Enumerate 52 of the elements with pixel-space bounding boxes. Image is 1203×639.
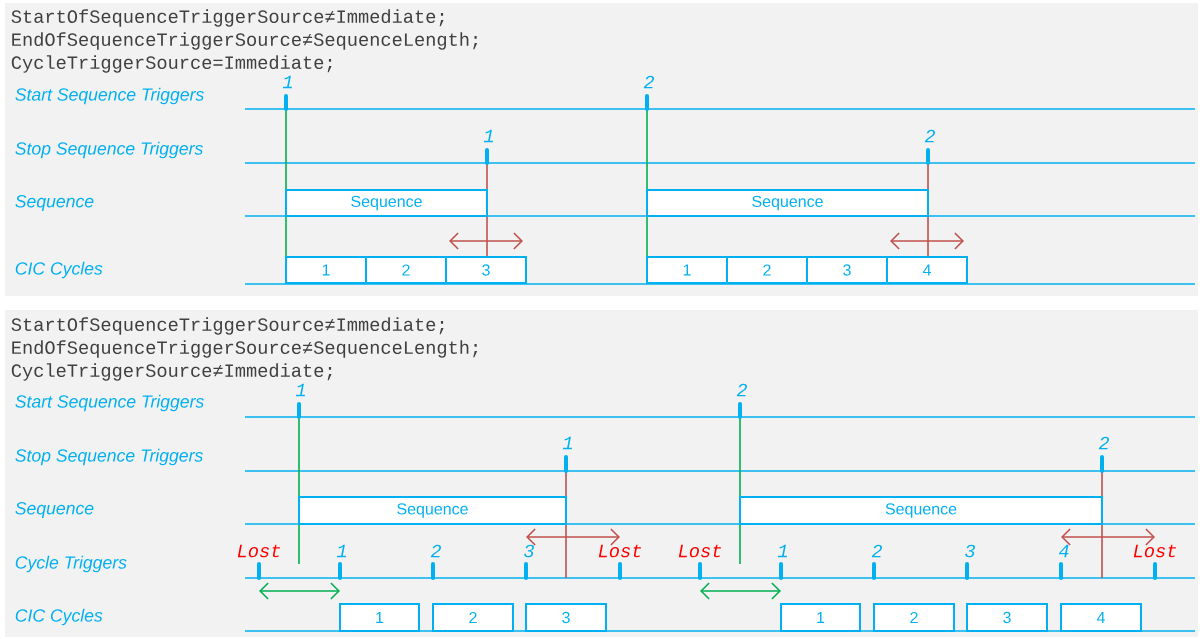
- cycle-box: 2: [365, 256, 447, 284]
- lost-label: Lost: [598, 544, 641, 558]
- trigger-number: 2: [871, 544, 882, 558]
- trigger-number: 1: [282, 75, 292, 89]
- cycle-box: 1: [339, 603, 420, 632]
- trigger-number: 1: [777, 544, 787, 558]
- sequence-box: Sequence: [298, 496, 567, 525]
- sequence-box: Sequence: [285, 189, 488, 217]
- cycle-box: 3: [525, 603, 607, 632]
- code-line: EndOfSequenceTriggerSource≠SequenceLength;: [12, 32, 478, 50]
- trigger-number: 3: [524, 544, 534, 558]
- trigger-number: 4: [1058, 544, 1069, 558]
- cycle-box: 2: [432, 603, 514, 632]
- cycle-box: 4: [1060, 603, 1142, 632]
- trigger-number: 1: [483, 129, 493, 143]
- row-label: CIC Cycles: [15, 608, 103, 626]
- trigger-number: 1: [295, 383, 305, 397]
- trigger-number: 1: [562, 436, 572, 450]
- cycle-box: 4: [886, 256, 968, 284]
- row-label: Cycle Triggers: [15, 555, 127, 573]
- row-label: Stop Sequence Triggers: [15, 141, 203, 159]
- trigger-number: 2: [1098, 436, 1109, 450]
- cycle-box: 3: [445, 256, 527, 284]
- sequence-box: Sequence: [739, 496, 1103, 525]
- trigger-number: 2: [643, 75, 654, 89]
- cycle-box: 1: [780, 603, 861, 632]
- row-label: Start Sequence Triggers: [15, 87, 204, 105]
- row-label: CIC Cycles: [15, 261, 103, 279]
- trigger-number: 2: [736, 383, 747, 397]
- code-line: EndOfSequenceTriggerSource≠SequenceLength;: [12, 340, 478, 358]
- lost-label: Lost: [1133, 544, 1176, 558]
- code-line: CycleTriggerSource=Immediate;: [11, 55, 332, 73]
- row-label: Sequence: [15, 502, 94, 518]
- trigger-number: 2: [430, 544, 441, 558]
- trigger-number: 3: [965, 544, 975, 558]
- code-line: StartOfSequenceTriggerSource≠Immediate;: [11, 317, 444, 335]
- row-label: Sequence: [15, 195, 94, 211]
- lost-label: Lost: [237, 544, 280, 558]
- code-line: StartOfSequenceTriggerSource≠Immediate;: [11, 9, 444, 27]
- sequence-box: Sequence: [646, 189, 929, 217]
- cycle-box: 3: [966, 603, 1048, 632]
- trigger-number: 1: [336, 544, 346, 558]
- cycle-box: 1: [646, 256, 728, 284]
- cycle-box: 2: [726, 256, 808, 284]
- row-label: Stop Sequence Triggers: [15, 448, 203, 466]
- lost-label: Lost: [678, 544, 721, 558]
- row-label: Start Sequence Triggers: [15, 394, 204, 412]
- cycle-box: 2: [873, 603, 955, 632]
- trigger-number: 2: [924, 129, 935, 143]
- cycle-box: 1: [285, 256, 367, 284]
- code-line: CycleTriggerSource≠Immediate;: [11, 363, 332, 381]
- cycle-box: 3: [806, 256, 888, 284]
